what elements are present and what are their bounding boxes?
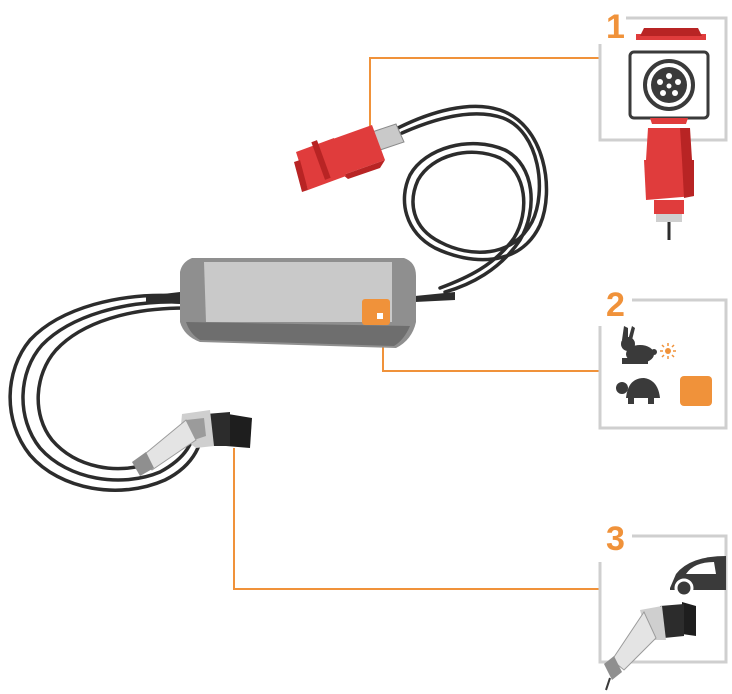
charger-control-box: [146, 258, 455, 348]
panel-2: [598, 298, 728, 430]
rabbit-icon: [621, 326, 657, 364]
leader-line-3: [233, 448, 600, 590]
step-1-number: 1: [606, 8, 624, 46]
cee-plug-on-cable: [294, 123, 405, 192]
cee-plug-icon: [644, 128, 694, 240]
car-icon: [670, 556, 726, 598]
upper-cable: [396, 104, 549, 294]
type2-connector-icon: [604, 602, 696, 691]
speed-button-icon: [362, 299, 390, 325]
turtle-icon: [616, 378, 660, 404]
panel-1: [598, 16, 728, 240]
type2-connector-on-cable: [132, 410, 252, 476]
lower-cable: [8, 293, 203, 492]
leader-line-2: [382, 340, 600, 372]
speed-button-icon: [680, 376, 712, 406]
step-2-number: 2: [606, 286, 624, 324]
step-3-number: 3: [606, 520, 624, 558]
leader-line-1: [369, 57, 600, 135]
leader-lines: [233, 57, 600, 590]
cee-socket-icon: [628, 28, 710, 124]
panel-3: [598, 534, 728, 691]
sun-icon: [660, 343, 676, 359]
